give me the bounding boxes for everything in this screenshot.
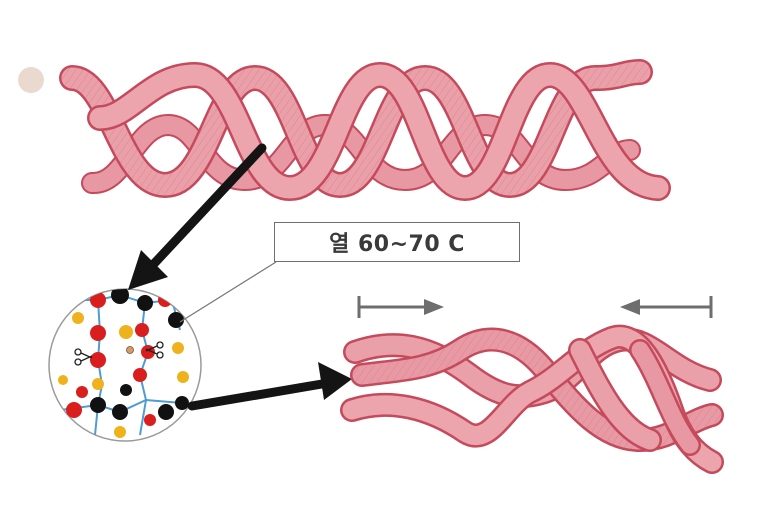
zoom-arrow-icon bbox=[128, 143, 267, 290]
scissors-icon bbox=[145, 341, 164, 359]
helix-strand-1 bbox=[59, 59, 653, 199]
push-arrow-icon bbox=[620, 296, 713, 318]
nitrogen-atoms bbox=[58, 312, 189, 438]
scissors-icon bbox=[74, 348, 93, 366]
result-arrow-icon bbox=[187, 362, 352, 411]
oxygen-atoms bbox=[66, 292, 172, 426]
push-arrow-icon bbox=[357, 296, 444, 318]
carbon-atoms bbox=[90, 289, 189, 420]
helix-overlap bbox=[568, 338, 701, 456]
triple-helix-denatured bbox=[340, 324, 724, 474]
callout-leader-line bbox=[179, 261, 277, 323]
heat-temperature-label: 열 60~70 C bbox=[274, 222, 520, 262]
helix-strand-2 bbox=[87, 61, 671, 202]
triple-helix-intact bbox=[59, 59, 671, 202]
molecular-zoom-circle bbox=[48, 288, 202, 442]
bullet-dot-icon bbox=[18, 67, 44, 93]
hydrogen-bond-network bbox=[58, 289, 189, 438]
